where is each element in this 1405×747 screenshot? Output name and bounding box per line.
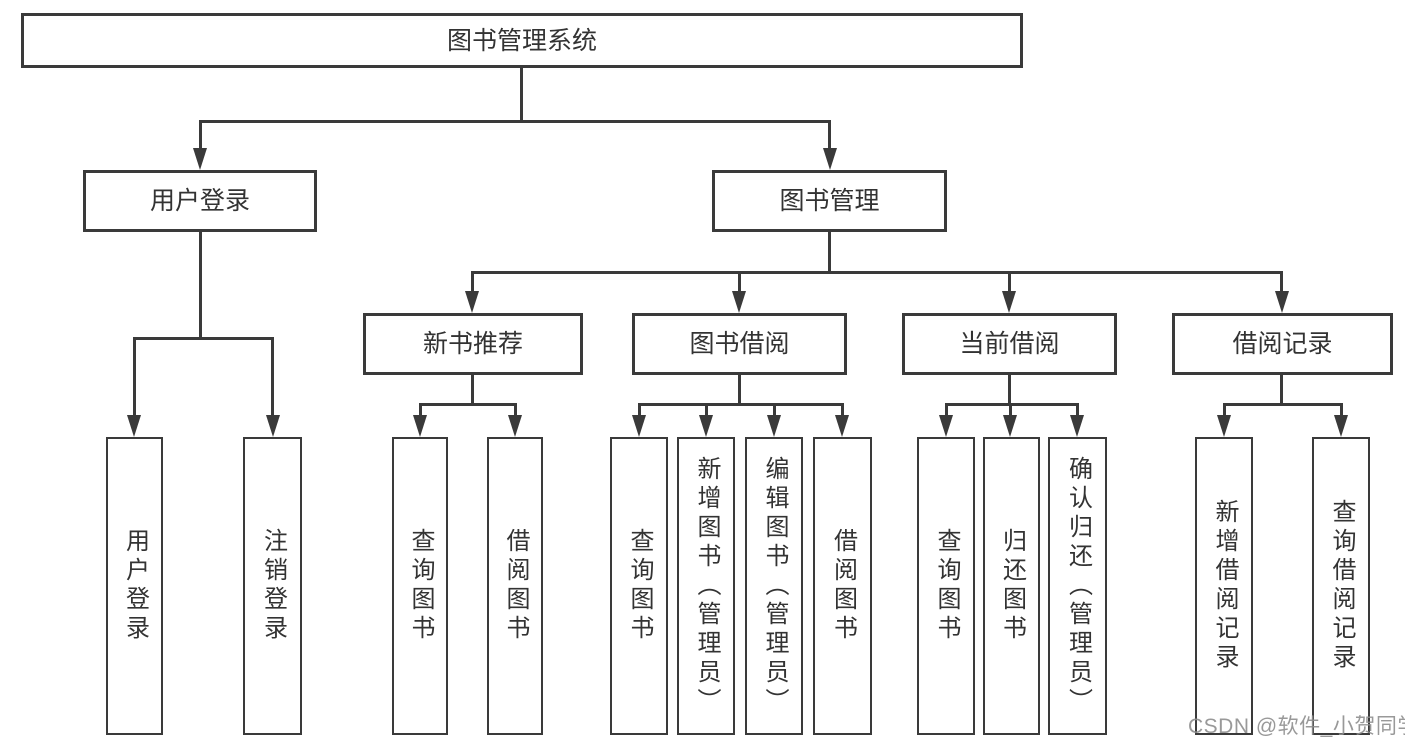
connector-line <box>471 271 1283 274</box>
connector-line <box>1223 403 1342 406</box>
arrowhead-down <box>413 415 427 437</box>
connector-stem <box>841 403 844 419</box>
connector-line <box>638 403 843 406</box>
arrowhead-down <box>1002 291 1016 313</box>
arrowhead-down <box>266 415 280 437</box>
connector-stem <box>738 271 741 295</box>
connector-stem <box>1009 403 1012 419</box>
leaf-recommend-borrow-book: 借阅图书 <box>487 437 543 735</box>
arrowhead-down <box>1217 415 1231 437</box>
connector-stem <box>945 403 948 419</box>
connector-stem <box>705 403 708 419</box>
connector-stem <box>471 271 474 295</box>
connector-stem <box>1223 403 1226 419</box>
arrowhead-down <box>835 415 849 437</box>
connector-line <box>133 337 274 340</box>
connector-stem <box>471 375 474 406</box>
arrowhead-down <box>632 415 646 437</box>
connector-stem <box>738 375 741 406</box>
arrowhead-down <box>767 415 781 437</box>
connector-stem <box>199 232 202 340</box>
connector-stem <box>419 403 422 419</box>
leaf-recommend-query-book: 查询图书 <box>392 437 448 735</box>
leaf-current-return-book: 归还图书 <box>983 437 1040 735</box>
connector-stem <box>773 403 776 419</box>
connector-stem <box>199 120 202 152</box>
arrowhead-down <box>732 291 746 313</box>
node-borrow-records: 借阅记录 <box>1172 313 1393 375</box>
arrowhead-down <box>939 415 953 437</box>
arrowhead-down <box>1070 415 1084 437</box>
leaf-logout: 注销登录 <box>243 437 302 735</box>
node-root: 图书管理系统 <box>21 13 1023 68</box>
connector-stem <box>1008 375 1011 406</box>
arrowhead-down <box>1003 415 1017 437</box>
connector-stem <box>828 120 831 152</box>
leaf-records-query-record: 查询借阅记录 <box>1312 437 1370 735</box>
connector-stem <box>520 68 523 123</box>
node-current-borrow: 当前借阅 <box>902 313 1117 375</box>
connector-line <box>419 403 516 406</box>
arrowhead-down <box>1334 415 1348 437</box>
arrowhead-down <box>127 415 141 437</box>
connector-stem <box>271 337 274 419</box>
connector-stem <box>514 403 517 419</box>
connector-stem <box>638 403 641 419</box>
arrowhead-down <box>823 148 837 170</box>
leaf-current-confirm-return-admin: 确认归还（管理员） <box>1048 437 1107 735</box>
connector-stem <box>828 231 831 274</box>
csdn-watermark: CSDN @软件_小贺同学 <box>1188 715 1405 738</box>
leaf-user-login: 用户登录 <box>106 437 163 735</box>
arrowhead-down <box>465 291 479 313</box>
leaf-records-add-record: 新增借阅记录 <box>1195 437 1253 735</box>
leaf-borrow-borrow-book: 借阅图书 <box>813 437 872 735</box>
connector-stem <box>133 337 136 419</box>
leaf-borrow-query-book: 查询图书 <box>610 437 668 735</box>
connector-stem <box>1280 375 1283 406</box>
leaf-borrow-edit-book-admin: 编辑图书（管理员） <box>745 437 803 735</box>
connector-stem <box>1076 403 1079 419</box>
leaf-borrow-add-book-admin: 新增图书（管理员） <box>677 437 735 735</box>
arrowhead-down <box>193 148 207 170</box>
node-new-book-recommend: 新书推荐 <box>363 313 583 375</box>
arrowhead-down <box>508 415 522 437</box>
arrowhead-down <box>699 415 713 437</box>
leaf-current-query-book: 查询图书 <box>917 437 975 735</box>
connector-line <box>199 120 831 123</box>
node-book-management: 图书管理 <box>712 170 947 232</box>
node-book-borrow: 图书借阅 <box>632 313 847 375</box>
node-user-login: 用户登录 <box>83 170 317 232</box>
connector-stem <box>1280 271 1283 295</box>
arrowhead-down <box>1275 291 1289 313</box>
connector-stem <box>1008 271 1011 295</box>
connector-stem <box>1340 403 1343 419</box>
